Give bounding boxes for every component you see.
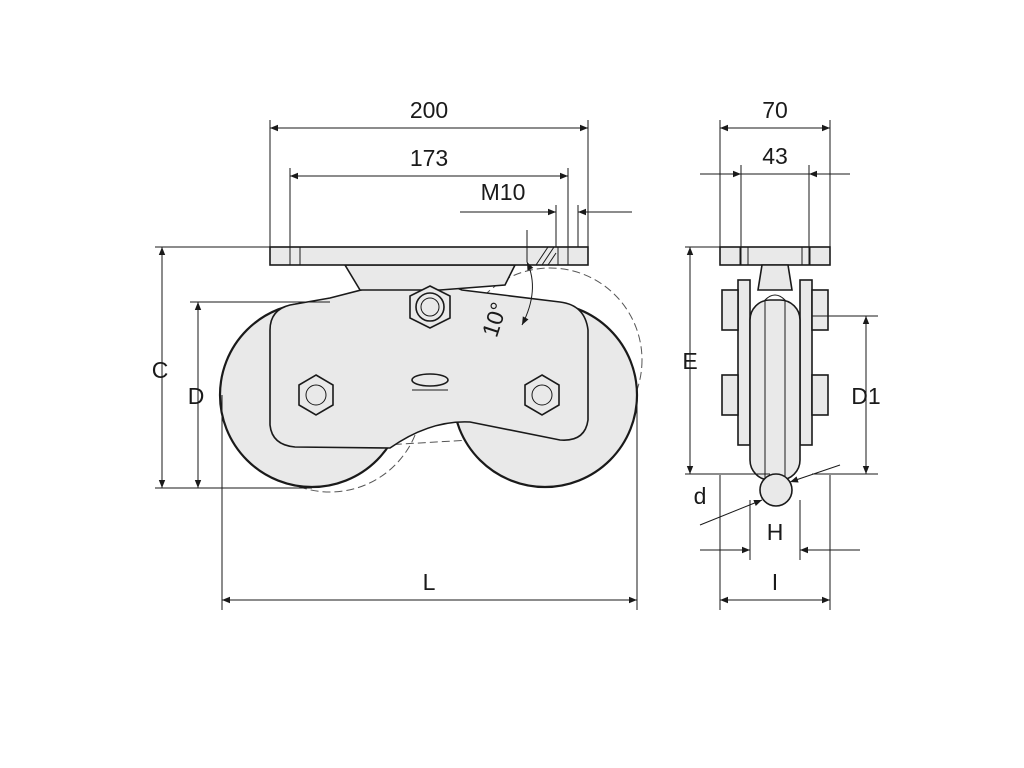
pivot-bolt: [409, 285, 451, 329]
side-plate-left: [737, 279, 751, 446]
label-m10: M10: [481, 179, 526, 205]
label-h: H: [767, 519, 784, 545]
rope-section: [759, 473, 793, 507]
side-nut-low-left: [721, 374, 739, 416]
label-rope-d: d: [694, 483, 707, 509]
left-axle-nut: [298, 374, 334, 416]
label-70: 70: [762, 97, 788, 123]
side-nut-top-left: [721, 289, 739, 331]
label-d1: D1: [851, 383, 880, 409]
label-173: 173: [410, 145, 448, 171]
label-43: 43: [762, 143, 788, 169]
label-i: I: [772, 569, 778, 595]
side-kingpin: [757, 264, 793, 291]
side-top-plate: [719, 246, 831, 266]
side-nut-top-right: [811, 289, 829, 331]
label-200: 200: [410, 97, 448, 123]
label-e: E: [682, 348, 697, 374]
label-c: C: [152, 357, 169, 383]
side-nut-low-right: [811, 374, 829, 416]
side-wheel: [749, 299, 801, 481]
label-l: L: [423, 569, 436, 595]
dimension-lines: [158, 124, 870, 604]
side-view: [719, 246, 831, 507]
front-view: [218, 230, 643, 493]
side-plate-right: [799, 279, 813, 446]
right-axle-nut: [524, 374, 560, 416]
top-plate: [269, 246, 589, 266]
brand-logo: [411, 373, 449, 391]
plate-section-hatch: [535, 246, 557, 266]
label-d: D: [188, 383, 205, 409]
